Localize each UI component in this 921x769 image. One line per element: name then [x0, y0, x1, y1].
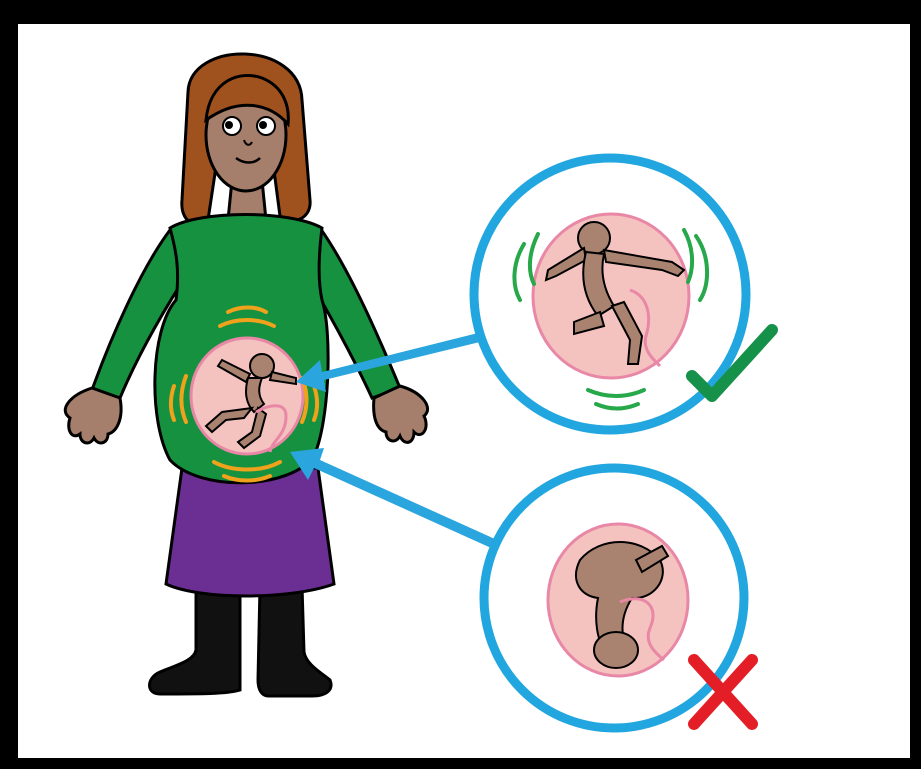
callout-baby-not-moving	[484, 468, 752, 728]
pregnancy-baby-movement-illustration	[18, 24, 910, 758]
left-hand	[65, 388, 121, 443]
right-hand	[374, 386, 428, 442]
callout-baby-moving	[474, 158, 772, 430]
skirt	[166, 468, 334, 596]
illustration-panel	[18, 24, 910, 758]
right-boot	[258, 586, 331, 696]
left-boot	[150, 586, 241, 694]
